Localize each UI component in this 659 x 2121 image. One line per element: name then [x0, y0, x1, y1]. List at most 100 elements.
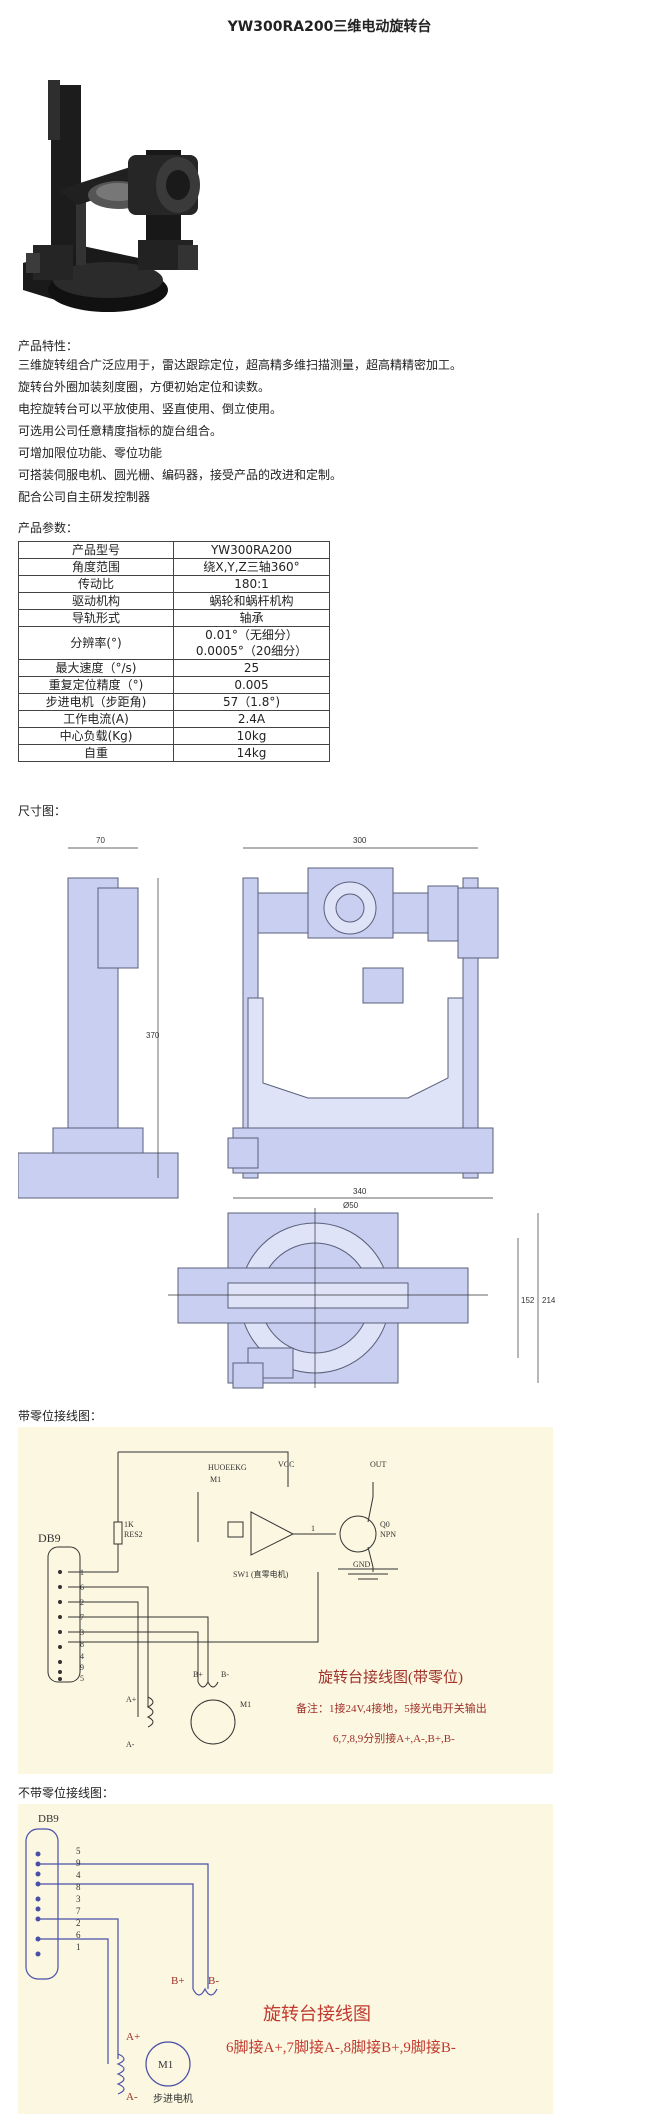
wiring-label: B+ [171, 1975, 185, 1987]
wiring-nozero-diagram: 5 9 4 8 3 7 2 6 1 A+ A- B+ B- M1 DB9 步进电… [25, 1813, 456, 2105]
pin-label: 4 [80, 1652, 84, 1661]
table-row: 角度范围绕X,Y,Z三轴360° [18, 558, 330, 576]
spec-key: 产品型号 [18, 541, 174, 559]
spec-value-line: 0.01°（无细分） [205, 628, 298, 642]
dim-label: Ø50 [343, 1201, 359, 1210]
wiring-note: 6脚接A+,7脚接A-,8脚接B+,9脚接B- [226, 2039, 456, 2056]
spec-key: 步进电机（步距角) [18, 693, 174, 711]
spec-value: 57（1.8°) [173, 693, 330, 711]
feature-item: 可选用公司任意精度指标的旋台组合。 [18, 424, 223, 438]
spec-value: 0.005 [173, 676, 330, 694]
wiring-label: A- [126, 2091, 138, 2103]
feature-item: 可增加限位功能、零位功能 [18, 446, 163, 460]
wiring-zero-panel [18, 1427, 553, 1774]
pin-label: 7 [80, 1613, 84, 1622]
spec-value: 2.4A [173, 710, 330, 728]
feature-item: 配合公司自主研发控制器 [18, 490, 151, 504]
pin-label: 8 [80, 1640, 84, 1649]
spec-key: 工作电流(A) [18, 710, 174, 728]
wiring-zero-heading: 带零位接线图： [18, 1409, 103, 1423]
spec-value: 绕X,Y,Z三轴360° [173, 558, 330, 576]
pin-label: 2 [80, 1598, 84, 1607]
pin-label: 2 [76, 1918, 81, 1928]
dim-label: 214 [542, 1296, 556, 1305]
pin-label: 9 [76, 1858, 81, 1868]
wiring-label: Q0 [380, 1520, 390, 1529]
spec-key: 传动比 [18, 575, 174, 593]
wiring-label: A+ [126, 2031, 140, 2043]
pin-label: 6 [80, 1583, 84, 1592]
table-row: 分辨率(°) 0.01°（无细分） 0.0005°（20细分） [18, 626, 330, 660]
spec-value: 蜗轮和蜗杆机构 [173, 592, 330, 610]
wiring-caption: 旋转台接线图(带零位) [318, 1669, 463, 1686]
table-row: 最大速度（°/s)25 [18, 659, 330, 677]
db9-label: DB9 [38, 1531, 61, 1545]
feature-item: 电控旋转台可以平放使用、竖直使用、倒立使用。 [18, 402, 283, 416]
product-photo [23, 80, 200, 312]
pin-label: 8 [76, 1882, 81, 1892]
wiring-nozero-heading: 不带零位接线图： [18, 1786, 115, 1800]
pin-label: 1 [76, 1942, 81, 1952]
spec-value: 14kg [173, 744, 330, 762]
spec-key: 重复定位精度（°) [18, 676, 174, 694]
wiring-note: 备注：1接24V,4接地，5接光电开关输出 [296, 1701, 487, 1715]
table-row: 驱动机构蜗轮和蜗杆机构 [18, 592, 330, 610]
wiring-label: B+ [193, 1670, 203, 1679]
wiring-label: NPN [380, 1530, 396, 1539]
wiring-label: A+ [126, 1695, 137, 1704]
spec-key: 自重 [18, 744, 174, 762]
wiring-label: HUOEEKG [208, 1463, 247, 1472]
spec-value: 180:1 [173, 575, 330, 593]
spec-value-line: 0.0005°（20细分） [195, 644, 308, 658]
dim-label: 300 [353, 836, 367, 845]
table-row: 中心负载(Kg)10kg [18, 727, 330, 745]
pin-label: 1 [80, 1568, 84, 1577]
table-row: 步进电机（步距角)57（1.8°) [18, 693, 330, 711]
wiring-nozero-panel [18, 1804, 553, 2114]
wiring-label: M1 [240, 1700, 251, 1709]
wiring-label: RES2 [124, 1530, 143, 1539]
dim-label: 152 [521, 1296, 535, 1305]
table-row: 重复定位精度（°)0.005 [18, 676, 330, 694]
features-heading: 产品特性： [18, 339, 79, 353]
pin-label: 7 [76, 1906, 81, 1916]
dimension-drawing: 70 300 370 340 Ø50 152 214 [18, 836, 556, 1389]
wiring-label: VCC [278, 1460, 294, 1469]
spec-key: 中心负载(Kg) [18, 727, 174, 745]
table-row: 导轨形式轴承 [18, 609, 330, 627]
wiring-label: B- [221, 1670, 229, 1679]
feature-item: 旋转台外圈加装刻度圈，方便初始定位和读数。 [18, 380, 271, 394]
motor-label: 步进电机 [153, 2092, 193, 2105]
wiring-label: SW1 (直零电机) [233, 1569, 289, 1579]
motor-m1-label: M1 [158, 2059, 173, 2071]
dim-label: 70 [96, 836, 105, 845]
wiring-label: A- [126, 1740, 135, 1749]
spec-key: 驱动机构 [18, 592, 174, 610]
spec-key: 导轨形式 [18, 609, 174, 627]
wiring-label: B- [208, 1975, 219, 1987]
spec-value: 0.01°（无细分） 0.0005°（20细分） [173, 626, 330, 660]
spec-key: 最大速度（°/s) [18, 659, 174, 677]
table-row: 工作电流(A)2.4A [18, 710, 330, 728]
page-title: YW300RA200三维电动旋转台 [227, 19, 432, 35]
spec-value: YW300RA200 [173, 541, 330, 559]
spec-value: 10kg [173, 727, 330, 745]
spec-key: 角度范围 [18, 558, 174, 576]
wiring-note: 6,7,8,9分别接A+,A-,B+,B- [333, 1732, 455, 1745]
wiring-label: 1K [124, 1520, 134, 1529]
dim-label: 370 [146, 1031, 160, 1040]
pin-label: 6 [76, 1930, 81, 1940]
dim-label: 340 [353, 1187, 367, 1196]
spec-key: 分辨率(°) [18, 626, 174, 660]
wiring-caption: 旋转台接线图 [263, 2004, 371, 2024]
pin-label: 3 [80, 1628, 84, 1637]
wiring-zero-diagram: HUOEEKG M1 VCC OUT Q0 NPN GND 1 1K RES2 … [38, 1451, 487, 1749]
pin-label: 4 [76, 1870, 81, 1880]
pin-label: 5 [76, 1846, 81, 1856]
pin-label: 5 [80, 1674, 84, 1683]
wiring-label: OUT [370, 1460, 387, 1469]
pin-label: 3 [76, 1894, 81, 1904]
